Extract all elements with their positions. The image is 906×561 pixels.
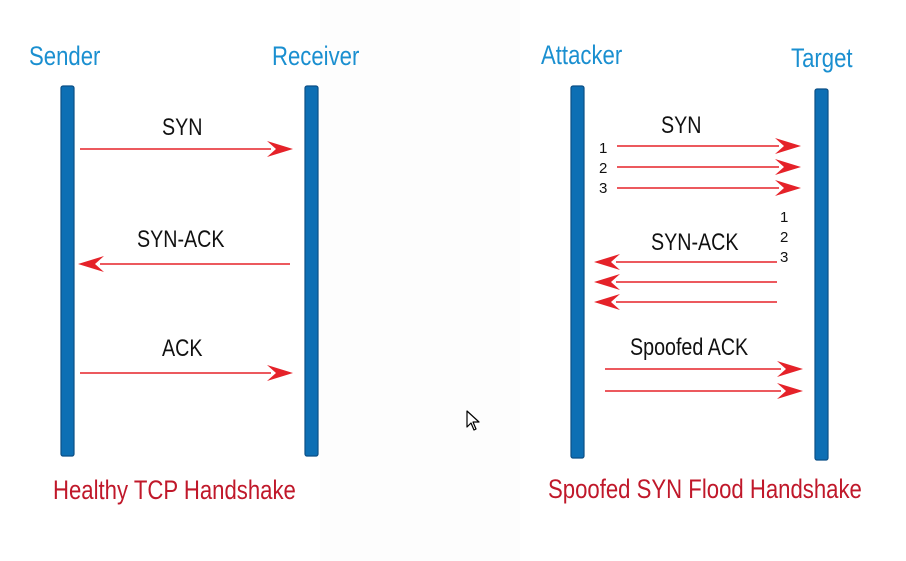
syn-number-1: 1 bbox=[599, 140, 608, 157]
syn-arrow-2-head bbox=[775, 159, 801, 175]
healthy-synack-label: SYN-ACK bbox=[137, 226, 225, 253]
healthy-arrow-1-head bbox=[267, 141, 293, 157]
attacker-label: Attacker bbox=[541, 40, 623, 70]
healthy-arrow-3-head bbox=[267, 365, 293, 381]
healthy-caption: Healthy TCP Handshake bbox=[53, 475, 296, 505]
spoofed-ack-arrow-2-head bbox=[777, 383, 803, 399]
mouse-pointer-icon bbox=[466, 410, 480, 431]
syn-number-3: 3 bbox=[599, 180, 608, 197]
healthy-panel-background bbox=[0, 0, 320, 561]
spoofed-ack-label: Spoofed ACK bbox=[630, 334, 749, 361]
spoofed-ack-arrow-1-head bbox=[777, 361, 803, 377]
attacker-lifeline bbox=[570, 85, 585, 459]
synack-number-3: 3 bbox=[780, 249, 789, 266]
flood-caption: Spoofed SYN Flood Handshake bbox=[548, 474, 862, 504]
sender-label: Sender bbox=[29, 41, 101, 71]
target-label: Target bbox=[791, 43, 853, 73]
healthy-arrow-2-head bbox=[78, 256, 104, 272]
healthy-syn-label: SYN bbox=[162, 114, 203, 141]
syn-number-2: 2 bbox=[599, 160, 608, 177]
target-lifeline bbox=[814, 88, 829, 461]
flood-syn-label: SYN bbox=[661, 112, 702, 139]
syn-arrow-3-head bbox=[775, 180, 801, 196]
receiver-lifeline bbox=[304, 85, 319, 457]
synack-number-1: 1 bbox=[780, 209, 789, 226]
synack-arrow-2-head bbox=[594, 274, 620, 290]
synack-arrow-3-head bbox=[594, 294, 620, 310]
receiver-label: Receiver bbox=[272, 41, 360, 71]
sender-lifeline bbox=[60, 85, 75, 457]
synack-arrow-1-head bbox=[594, 254, 620, 270]
syn-arrow-1-head bbox=[775, 138, 801, 154]
flood-synack-label: SYN-ACK bbox=[651, 229, 739, 256]
healthy-ack-label: ACK bbox=[162, 335, 203, 362]
synack-number-2: 2 bbox=[780, 229, 789, 246]
